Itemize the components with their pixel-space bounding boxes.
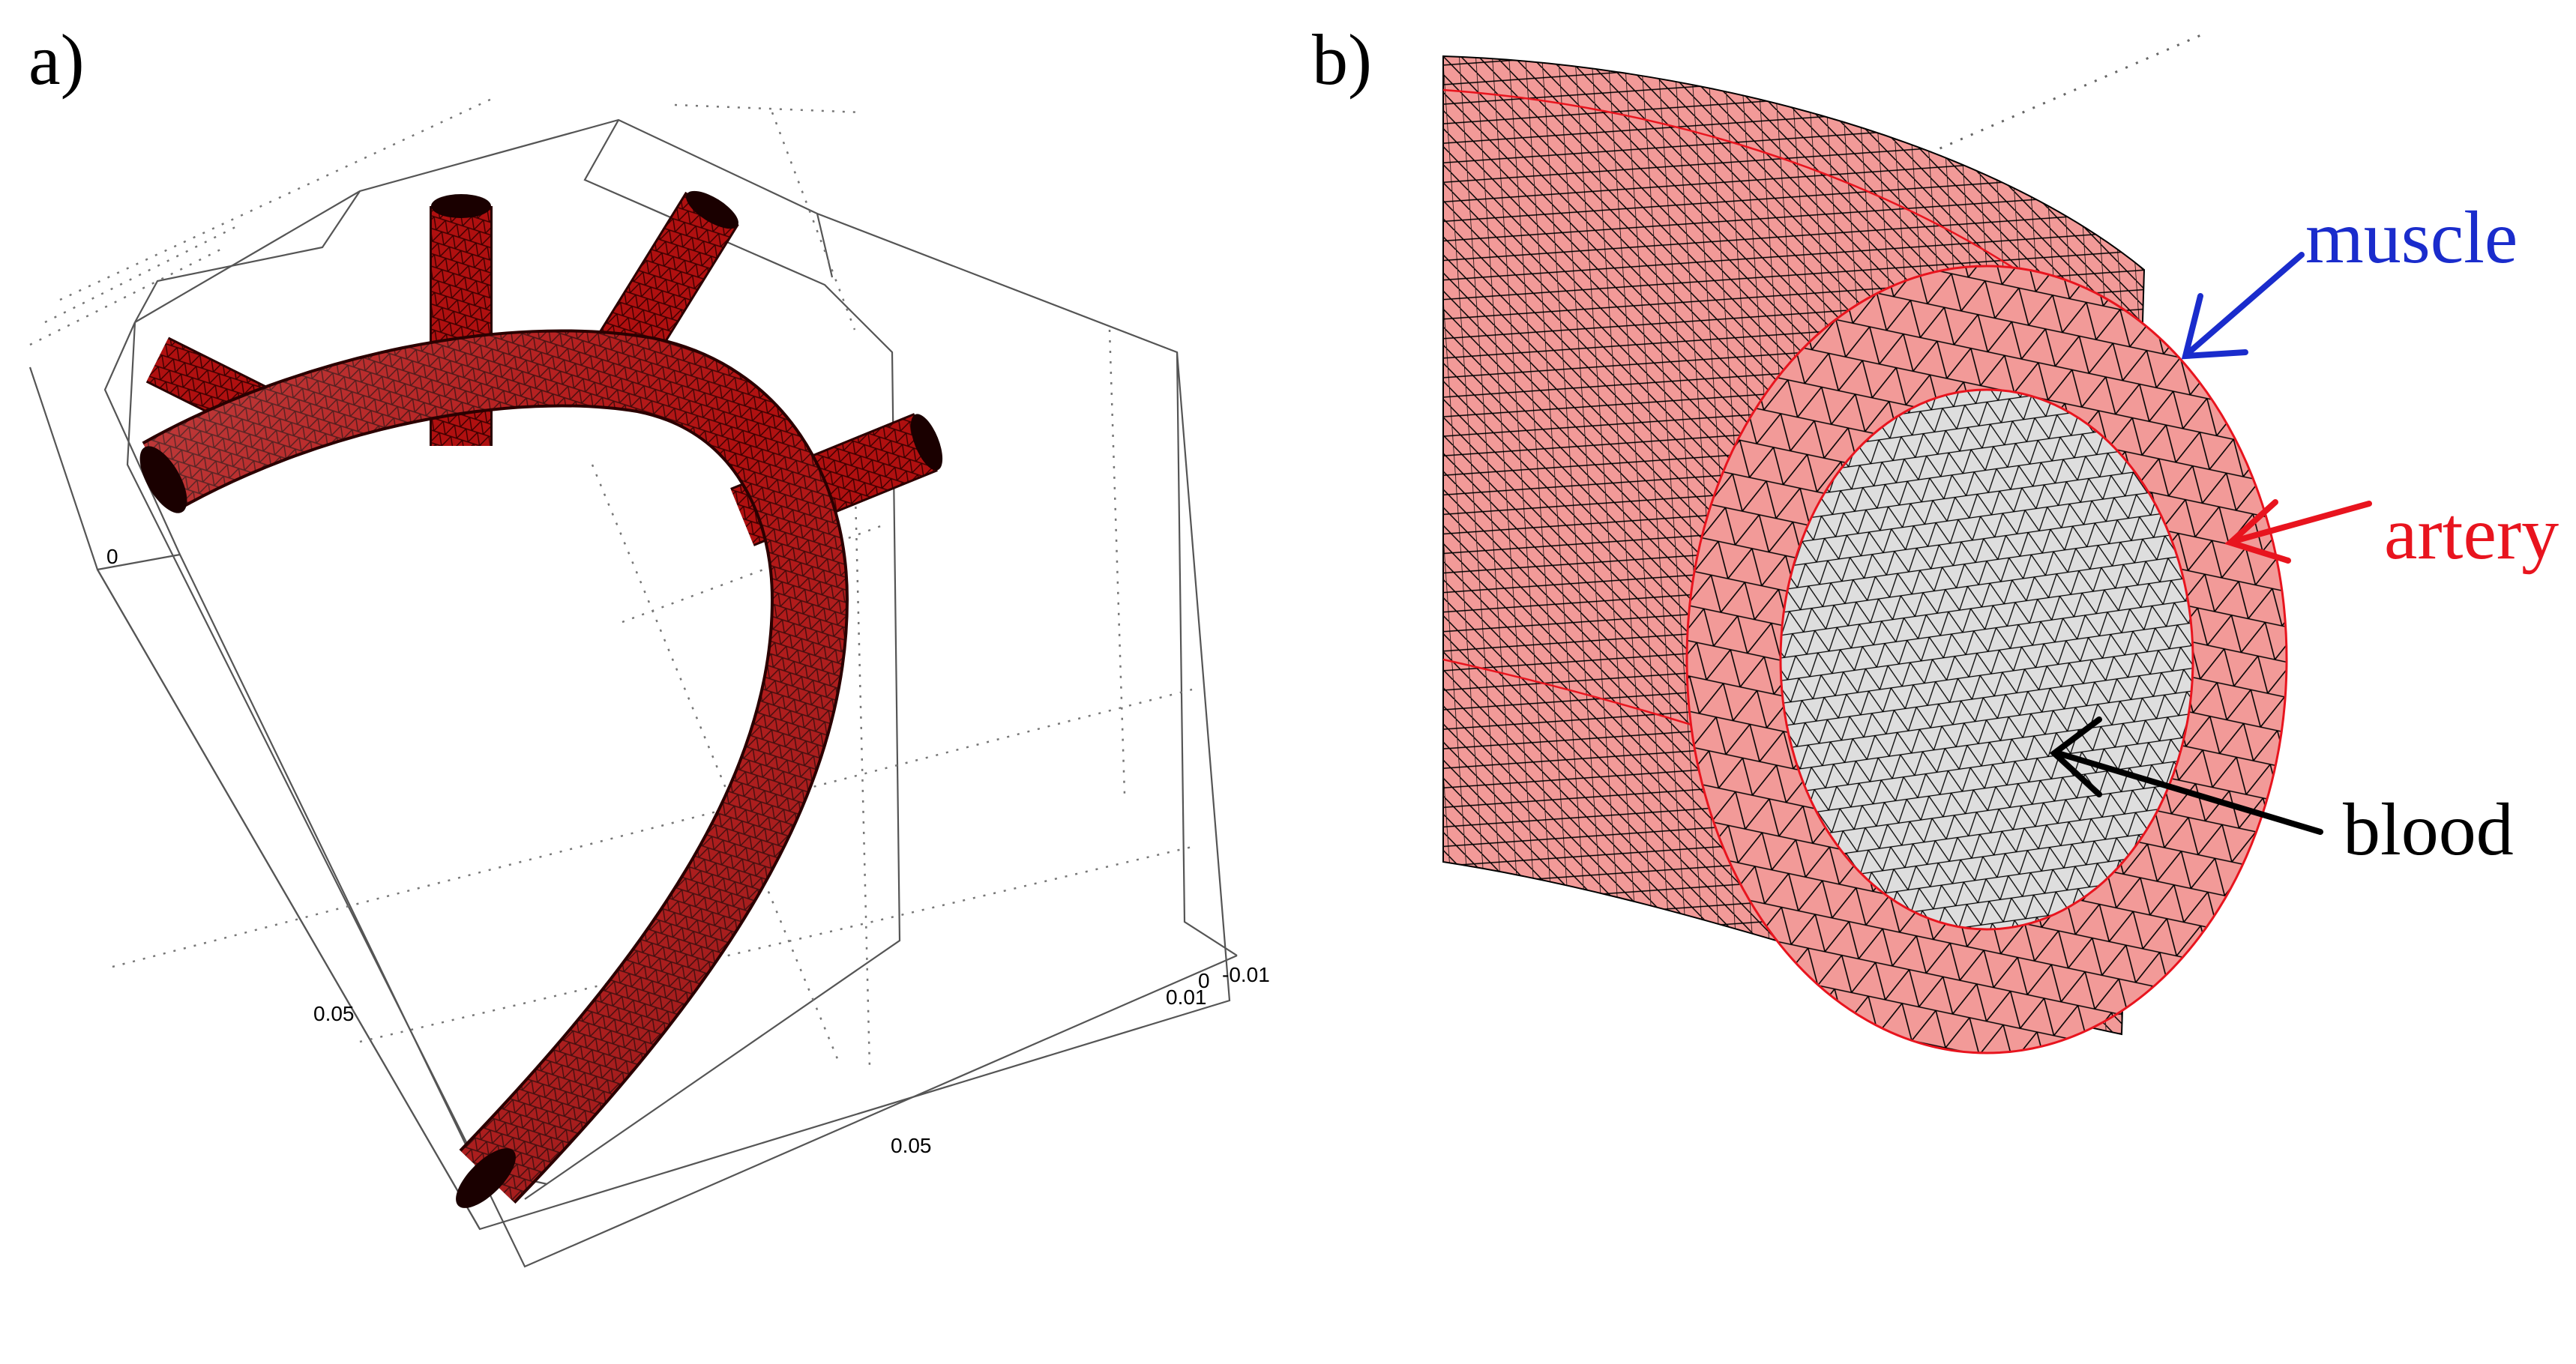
tick-right-001: 0.01 <box>1166 986 1207 1009</box>
arrow-artery <box>2224 499 2372 564</box>
panel-a-letter: a) <box>28 19 85 100</box>
tube-seam-line <box>1442 88 2040 286</box>
arrow-muscle <box>2181 252 2305 360</box>
tick-right-neg001: -0.01 <box>1222 963 1270 986</box>
panel-b-canvas: b) muscle artery blood <box>1312 19 2559 1054</box>
axis-dotted-line <box>1919 32 2205 159</box>
tick-left-005: 0.05 <box>313 1002 355 1025</box>
label-blood: blood <box>2343 788 2514 871</box>
arrow-blood <box>2049 716 2323 835</box>
blood-region <box>1779 388 2194 931</box>
tick-bottom-005: 0.05 <box>891 1134 932 1157</box>
panel-a-aorta-mesh: a) 0 0.05 0.05 <box>0 0 1275 1364</box>
tick-origin: 0 <box>106 545 118 568</box>
tick-right-0: 0 <box>1198 969 1210 992</box>
cross-section-disc <box>1685 265 2288 1054</box>
label-artery: artery <box>2384 492 2559 575</box>
grid-dotted-lines <box>29 96 1193 1069</box>
panel-b-cross-section: b) muscle artery blood <box>1275 0 2576 1364</box>
panel-b-letter: b) <box>1312 19 1372 100</box>
label-muscle: muscle <box>2305 196 2518 279</box>
panel-a-canvas: a) 0 0.05 0.05 <box>28 19 1270 1268</box>
aorta-vessel-mesh <box>139 190 943 1208</box>
